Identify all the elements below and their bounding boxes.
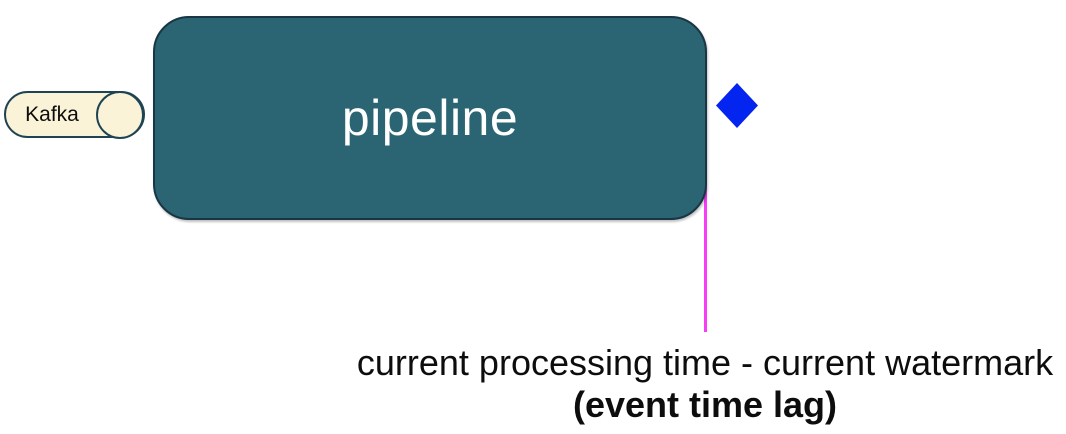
- caption-line-2: (event time lag): [572, 384, 838, 425]
- kafka-cylinder-cap: [96, 91, 144, 139]
- event-time-lag-line: [704, 175, 707, 332]
- pipeline-node: pipeline: [153, 16, 707, 220]
- kafka-label: Kafka: [25, 102, 79, 126]
- caption: current processing time - current waterm…: [345, 342, 1065, 426]
- watermark-diamond-icon: [716, 83, 758, 128]
- pipeline-label: pipeline: [341, 90, 519, 146]
- caption-line-1: current processing time - current waterm…: [356, 342, 1054, 383]
